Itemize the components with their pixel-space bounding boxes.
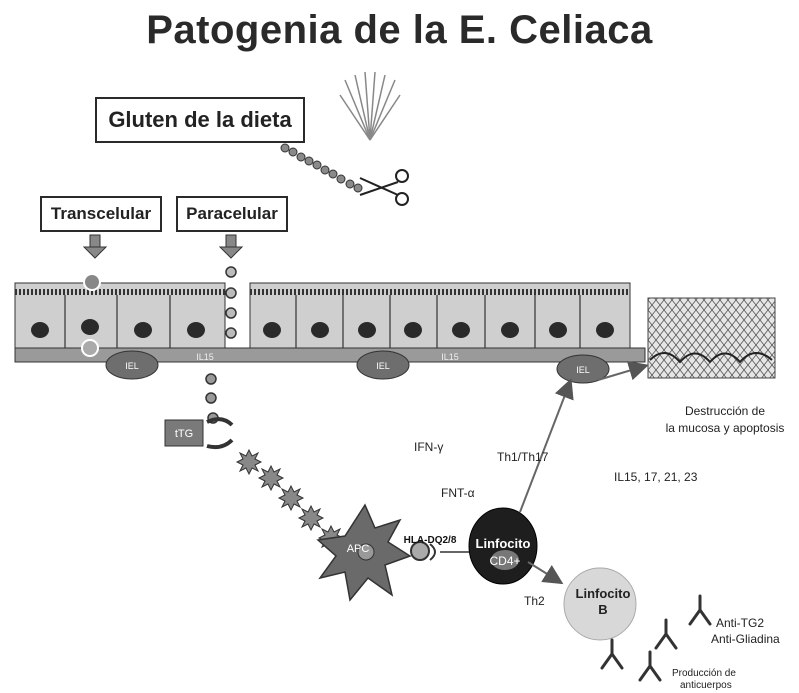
interleukins-label: IL15, 17, 21, 23: [614, 470, 697, 484]
ttg-label: tTG: [175, 428, 193, 440]
iel-label-3: IEL: [576, 365, 590, 375]
transcelular-arrow: [84, 235, 106, 258]
production-label-1: Producción de: [672, 668, 736, 679]
iel-label-2: IEL: [376, 361, 390, 371]
linfocito-b-label-1: Linfocito: [576, 586, 631, 601]
linfocito-cd4-label-1: Linfocito: [476, 536, 531, 551]
th1-arrow: [520, 382, 570, 512]
il15-label-2: IL15: [441, 352, 459, 362]
epithelium: [15, 283, 645, 362]
destroyed-mucosa-tissue: [648, 298, 775, 378]
ifn-label: IFN-γ: [414, 440, 443, 454]
fnt-label: FNT-α: [441, 486, 475, 500]
th2-label: Th2: [524, 594, 545, 608]
linfocito-cd4-label-2: CD4+: [489, 554, 520, 568]
hla-label: HLA-DQ2/8: [404, 535, 457, 546]
deamidated-peptides: [237, 450, 343, 550]
anti-gliadina-label: Anti-Gliadina: [711, 632, 780, 646]
iel-label-1: IEL: [125, 361, 139, 371]
production-label-2: anticuerpos: [680, 680, 732, 691]
gluten-peptide-chain: [281, 144, 362, 192]
scissors-icon: [360, 170, 408, 205]
transcelular-molecule-top: [84, 274, 100, 290]
destruction-label-1: Destrucción de: [660, 404, 790, 418]
paracelular-peptides: [226, 267, 236, 338]
linfocito-b-label-2: B: [598, 602, 607, 617]
th1-th17-label: Th1/Th17: [497, 450, 548, 464]
th2-arrow: [528, 562, 560, 582]
destruction-label-2: la mucosa y apoptosis: [655, 421, 795, 435]
paracelular-arrow: [220, 235, 242, 258]
anti-tg2-label: Anti-TG2: [716, 616, 764, 630]
descending-peptides: [206, 374, 218, 423]
wheat-icon: [340, 72, 400, 140]
transcelular-molecule-bottom: [82, 340, 98, 356]
apc-label: APC: [347, 543, 370, 555]
il15-label-1: IL15: [196, 352, 214, 362]
